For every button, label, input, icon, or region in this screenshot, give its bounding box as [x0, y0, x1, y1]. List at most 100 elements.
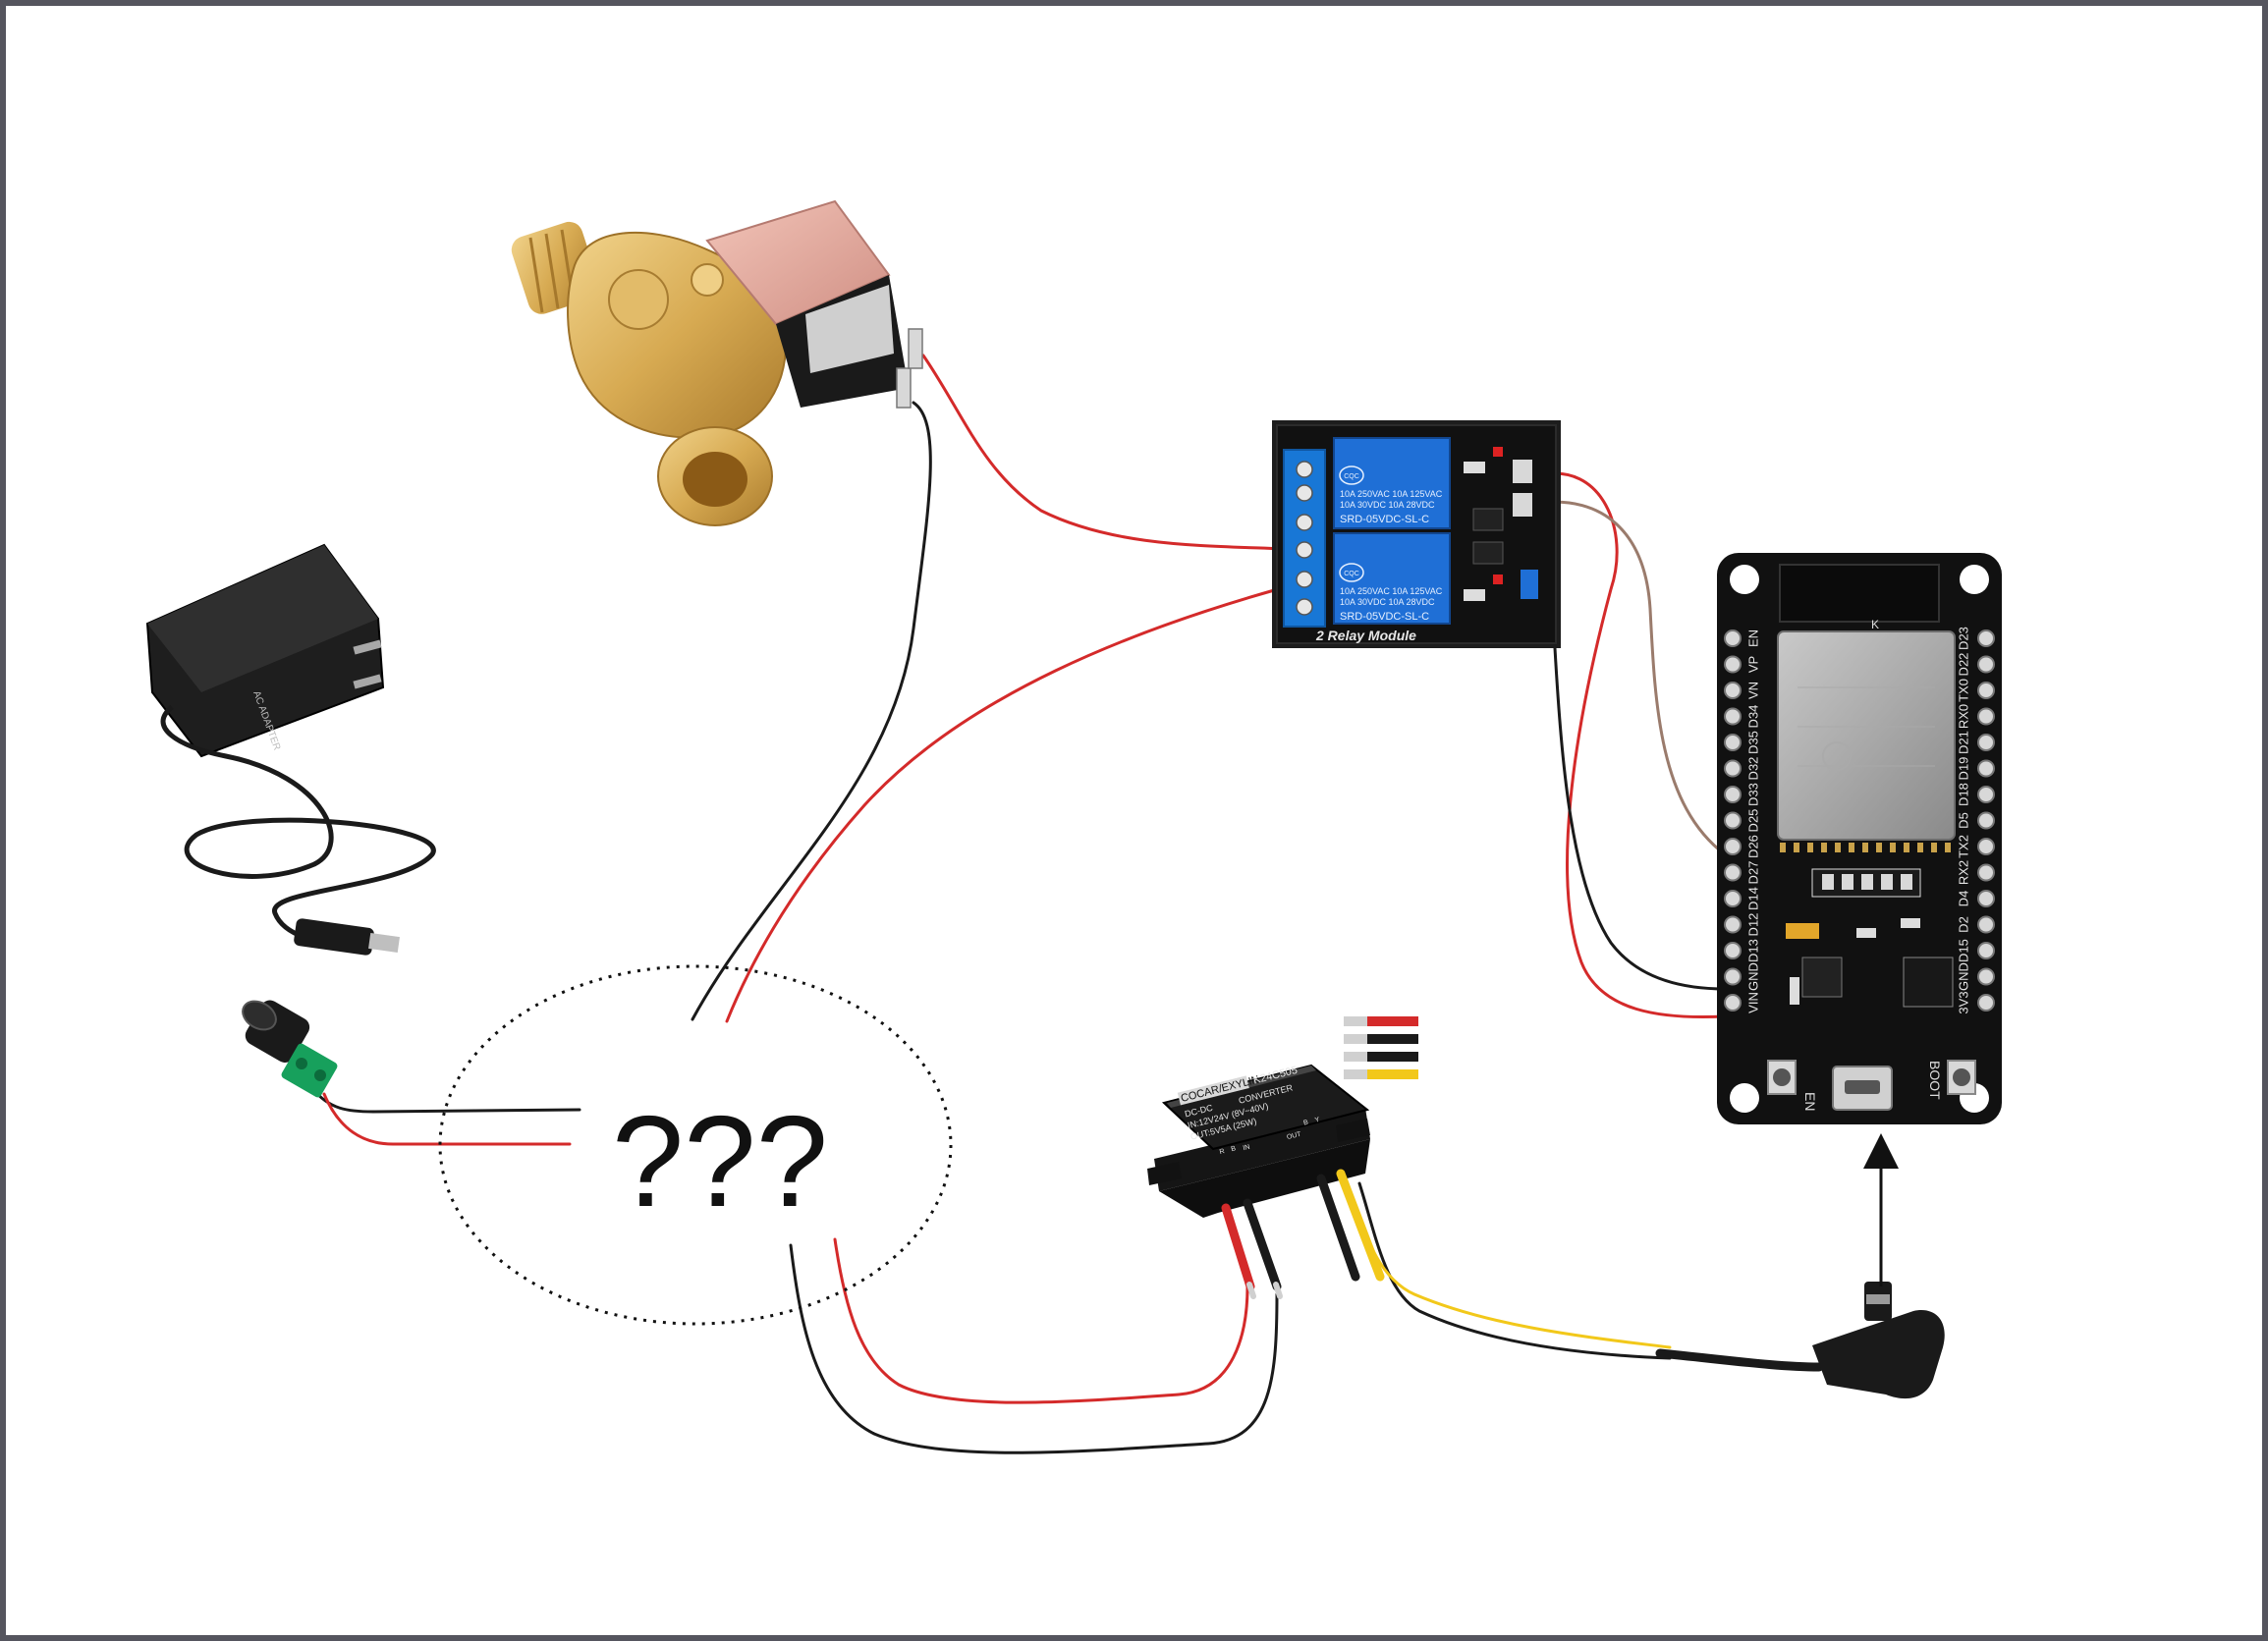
- wire-jack-black: [310, 1086, 581, 1114]
- esp32-pin-pad: [1977, 967, 1995, 986]
- converter-out-label: OUT: [1286, 1131, 1302, 1142]
- esp32-pin-pad: [1724, 655, 1742, 674]
- relay-screw-terminals: [1283, 449, 1326, 628]
- esp32-pin-label: GND: [1745, 962, 1760, 991]
- relay1-rating-1: 10A 250VAC 10A 125VAC: [1340, 489, 1443, 499]
- relay-smd-parts: [1464, 447, 1538, 601]
- esp32-pin-label: RX0: [1956, 704, 1970, 729]
- esp32-pin-label: D22: [1956, 653, 1970, 677]
- dc-barrel-plug: [294, 918, 374, 956]
- esp32-pin-pad: [1724, 942, 1742, 959]
- esp32-pin-pad: [1724, 994, 1742, 1012]
- wire-relay-signal-brown: [1538, 500, 1727, 856]
- wire-converter-out-black: [1357, 1181, 1672, 1360]
- adapter-cable: [160, 705, 436, 946]
- esp32-pin-label: D34: [1745, 705, 1760, 729]
- esp32-pin-pad: [1977, 786, 1995, 803]
- relay-channel-2: CQC 10A 250VAC 10A 125VAC 10A 30VDC 10A …: [1333, 532, 1451, 625]
- wire-relay-gnd-black: [1553, 646, 1727, 991]
- esp32-pin-pad: [1977, 682, 1995, 699]
- esp32-pin-label: D12: [1745, 913, 1760, 937]
- esp32-board: K E: [1717, 553, 2002, 1124]
- valve-terminal-left: [896, 367, 912, 409]
- esp32-pin-label: D32: [1745, 757, 1760, 781]
- esp32-pin-label: D23: [1956, 627, 1970, 650]
- esp32-pin-pad: [1977, 734, 1995, 751]
- esp32-pin-label: D35: [1745, 731, 1760, 754]
- wire-converter-out-yellow: [1344, 1176, 1672, 1349]
- esp32-pin-pad: [1724, 967, 1742, 986]
- dcdc-converter: COCAR/EXYLIN K24C505 DC-DC CONVERTER IN:…: [1147, 1064, 1385, 1299]
- esp32-pin-label: VP: [1745, 656, 1760, 673]
- esp32-pin-label: D13: [1745, 939, 1760, 962]
- wire-relay-red-to-unknown: [725, 579, 1308, 1023]
- esp32-pin-label: D18: [1956, 783, 1970, 806]
- esp32-boot-label: BOOT: [1927, 1061, 1943, 1100]
- esp32-boot-button: BOOT: [1927, 1060, 1976, 1100]
- esp32-pin-pad: [1724, 682, 1742, 699]
- converter-bottom: [1154, 1108, 1370, 1191]
- esp32-pin-pad: [1724, 707, 1742, 726]
- esp32-pin-pad: [1977, 890, 1995, 907]
- esp32-pin-label: VN: [1745, 682, 1760, 699]
- esp32-pin-pad: [1724, 786, 1742, 803]
- esp32-pin-label: RX2: [1956, 860, 1970, 885]
- esp32-pin-label: D26: [1745, 835, 1760, 858]
- esp32-en-button: EN: [1767, 1060, 1818, 1111]
- unknown-component-ellipse: [438, 964, 953, 1326]
- esp32-pin-label: GND: [1956, 962, 1970, 991]
- esp32-pin-label: VIN: [1745, 992, 1760, 1013]
- converter-top: [1161, 1064, 1370, 1151]
- esp32-pin-pad: [1724, 838, 1742, 855]
- esp32-pin-pad: [1977, 994, 1995, 1012]
- esp32-pin-label: D21: [1956, 731, 1970, 754]
- dc-jack-connector: [242, 1000, 338, 1098]
- esp32-pin-label: EN: [1745, 629, 1760, 647]
- wires: [310, 354, 1824, 1454]
- esp32-pin-pad: [1977, 707, 1995, 726]
- relay1-rating-2: 10A 30VDC 10A 28VDC: [1340, 500, 1435, 510]
- wire-relay-vcc-red: [1538, 471, 1727, 1019]
- esp32-left-pin-header: ENVPVND34D35D32D33D25D26D27D14D12D13GNDV…: [1724, 629, 1760, 1013]
- micro-usb-plug: [1812, 1282, 1945, 1399]
- converter-terminal-r: R: [1219, 1148, 1226, 1156]
- converter-lead-black-out: [1316, 1174, 1360, 1282]
- esp32-pin-label: D2: [1956, 916, 1970, 933]
- converter-side: [1159, 1139, 1370, 1218]
- relay2-rating-1: 10A 250VAC 10A 125VAC: [1340, 586, 1443, 596]
- esp32-pin-pad: [1724, 734, 1742, 751]
- esp32-pin-label: D5: [1956, 812, 1970, 829]
- esp32-pin-label: D33: [1745, 783, 1760, 806]
- relay1-model: SRD-05VDC-SL-C: [1340, 514, 1429, 525]
- wire-colour-samples: [1344, 1016, 1418, 1079]
- relay-module: CQC 10A 250VAC 10A 125VAC 10A 30VDC 10A …: [1272, 420, 1561, 648]
- ac-adapter: AC ADAPTER: [145, 543, 436, 956]
- esp32-module-mark: K: [1871, 618, 1879, 631]
- esp32-pin-label: D19: [1956, 757, 1970, 781]
- esp32-pin-pad: [1724, 811, 1742, 830]
- esp32-pin-pad: [1724, 890, 1742, 907]
- esp32-pin-pad: [1724, 629, 1742, 647]
- relay-channel-1: CQC 10A 250VAC 10A 125VAC 10A 30VDC 10A …: [1333, 437, 1451, 529]
- wire-valve-black: [691, 401, 932, 1021]
- esp32-pin-pad: [1977, 629, 1995, 647]
- esp32-pin-pad: [1977, 811, 1995, 830]
- converter-lead-black-in: [1243, 1198, 1282, 1291]
- esp32-smd-parts: [1786, 868, 1954, 1008]
- valve-terminal-right: [908, 328, 923, 369]
- esp32-pin-pad: [1977, 942, 1995, 959]
- usb-cable: [1655, 1348, 1824, 1372]
- converter-terminal-y: Y: [1314, 1117, 1321, 1124]
- esp32-pin-label: D14: [1745, 887, 1760, 910]
- dc-jack-terminal: [281, 1043, 338, 1098]
- converter-terminal-b: B: [1231, 1145, 1238, 1153]
- converter-lead-yellow: [1336, 1169, 1385, 1282]
- esp32-pin-pad: [1724, 915, 1742, 934]
- wire-jack-red: [322, 1092, 572, 1146]
- esp32-pin-label: 3V3: [1956, 991, 1970, 1013]
- esp32-wroom-shield: [1777, 630, 1956, 841]
- unknown-label: ???: [612, 1089, 828, 1233]
